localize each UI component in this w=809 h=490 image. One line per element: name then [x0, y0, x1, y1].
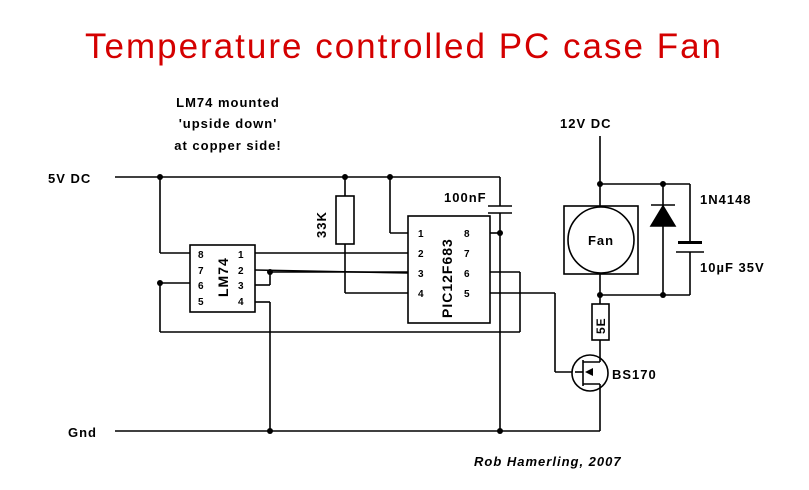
- pic-pin-1: 1: [418, 229, 424, 240]
- resistor-33k-label: 33K: [314, 211, 329, 238]
- lm74-pin-2: 2: [238, 266, 244, 277]
- capacitor-100nf: 100nF: [444, 190, 512, 214]
- pic-pin-5: 5: [464, 289, 470, 300]
- lm74-pin-7: 7: [198, 266, 204, 277]
- pic-pin-6: 6: [464, 269, 470, 280]
- mosfet-bs170: BS170: [571, 354, 657, 392]
- pic-pin-3: 3: [418, 269, 424, 280]
- capacitor-electrolytic: 10µF 35V: [676, 241, 765, 275]
- note-line-3: at copper side!: [174, 138, 281, 153]
- lm74-label: LM74: [215, 257, 231, 297]
- ground-label: Gnd: [68, 425, 97, 440]
- pic12f683-mcu: 1 2 3 4 8 7 6 5 PIC12F683: [407, 215, 491, 324]
- wire-ground-rail: [115, 213, 601, 432]
- lm74-pin-5: 5: [198, 297, 204, 308]
- lm74-pin-3: 3: [238, 281, 244, 292]
- lm74-pin-4: 4: [238, 297, 244, 308]
- capacitor-100nf-label: 100nF: [444, 190, 487, 205]
- rail-5v-label: 5V DC: [48, 171, 91, 186]
- pic-pin-4: 4: [418, 289, 424, 300]
- pic-pin-8: 8: [464, 229, 470, 240]
- wire-signals: [159, 244, 575, 373]
- mounting-note: LM74 mounted 'upside down' at copper sid…: [174, 95, 281, 153]
- pic-pin-2: 2: [418, 249, 424, 260]
- diode-label: 1N4148: [700, 192, 752, 207]
- diode-1n4148: 1N4148: [649, 192, 752, 227]
- resistor-33k: 33K: [314, 195, 355, 245]
- resistor-5e-label: 5E: [594, 317, 608, 334]
- fan-label: Fan: [588, 233, 614, 248]
- lm74-pin-8: 8: [198, 250, 204, 261]
- lm74-pin-1: 1: [238, 250, 244, 261]
- note-line-1: LM74 mounted: [176, 95, 280, 110]
- mosfet-label: BS170: [612, 367, 657, 382]
- lm74-pin-6: 6: [198, 281, 204, 292]
- author-credit: Rob Hamerling, 2007: [474, 454, 622, 469]
- pic-label: PIC12F683: [439, 238, 455, 318]
- pic-pin-7: 7: [464, 249, 470, 260]
- lm74-sensor: 8 7 6 5 1 2 3 4 LM74: [189, 244, 256, 313]
- resistor-5e: 5E: [591, 303, 610, 341]
- wire-5v-rail: [115, 176, 501, 254]
- fan-motor: Fan: [563, 205, 639, 275]
- junction-dots: [157, 174, 666, 434]
- wire-12v-section: [599, 136, 691, 355]
- schematic-title: Temperature controlled PC case Fan: [85, 27, 723, 66]
- note-line-2: 'upside down': [179, 116, 278, 131]
- capacitor-electrolytic-label: 10µF 35V: [700, 260, 765, 275]
- rail-12v-label: 12V DC: [560, 116, 612, 131]
